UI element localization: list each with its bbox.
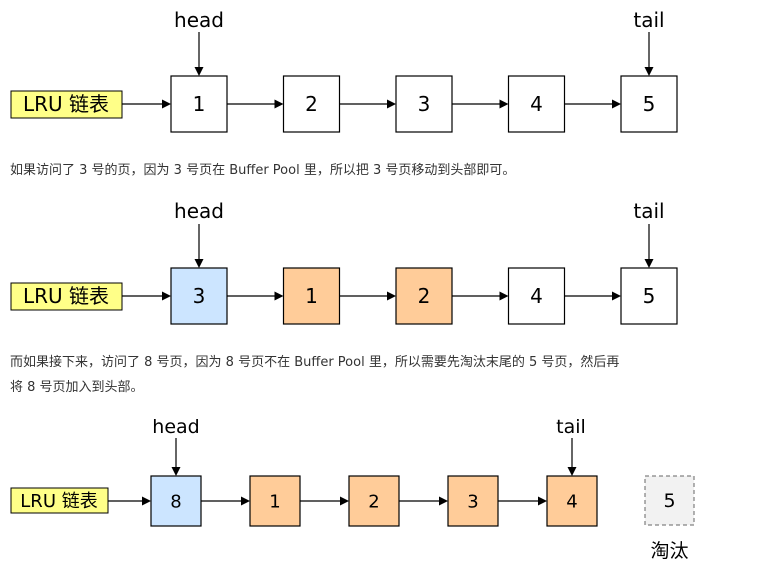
arrow-node-3-head — [274, 291, 284, 301]
arrow-node-1 — [300, 496, 349, 506]
node-value-3: 3 — [193, 284, 206, 308]
evicted-node-value: 5 — [663, 490, 675, 512]
node-value-5: 5 — [643, 284, 656, 308]
node-value-2: 2 — [368, 491, 379, 512]
arrow-node-8 — [201, 496, 250, 506]
arrow-node-1-head — [274, 99, 284, 109]
node-value-2: 2 — [418, 284, 431, 308]
arrow-label-to-first-head — [142, 496, 151, 506]
node-value-4: 4 — [530, 92, 543, 116]
arrow-node-4 — [564, 99, 621, 109]
caption-access-page-8: 而如果接下来，访问了 8 号页，因为 8 号页不在 Buffer Pool 里，… — [10, 350, 710, 400]
arrow-node-4-head — [612, 99, 621, 109]
node-value-8: 8 — [170, 491, 181, 512]
node-box-2 — [395, 267, 453, 325]
node-box-4 — [507, 267, 566, 325]
tail-pointer-arrow — [644, 32, 654, 76]
node-value-2: 2 — [305, 92, 318, 116]
arrow-node-2 — [452, 291, 509, 301]
node-box-3 — [447, 475, 499, 527]
arrow-node-1-head — [340, 496, 349, 506]
arrow-label-to-first-head — [162, 291, 171, 301]
node-box-4 — [546, 475, 598, 527]
tail-pointer-arrow-head — [644, 67, 654, 76]
arrow-node-2-head — [439, 496, 448, 506]
head-pointer-arrow — [194, 32, 204, 76]
node-box-2 — [348, 475, 400, 527]
node-box-1 — [170, 75, 228, 133]
arrow-node-3 — [498, 496, 547, 506]
tail-label: tail — [633, 8, 664, 32]
node-value-1: 1 — [269, 491, 280, 512]
lru-list-label: LRU 链表 — [20, 491, 97, 512]
caption-line-1: 而如果接下来，访问了 8 号页，因为 8 号页不在 Buffer Pool 里，… — [10, 355, 620, 370]
arrow-node-1 — [339, 291, 396, 301]
arrow-node-2 — [339, 99, 396, 109]
arrow-label-to-first — [122, 99, 171, 109]
arrow-node-1 — [227, 99, 284, 109]
head-label: head — [152, 416, 199, 438]
node-value-3: 3 — [467, 491, 478, 512]
arrow-node-3-head — [499, 99, 509, 109]
tail-label: tail — [633, 199, 664, 223]
arrow-node-4-head — [612, 291, 621, 301]
lru-diagram-initial: head tail LRU 链表 1 2 3 4 5 — [10, 8, 678, 133]
head-pointer-arrow-head — [194, 259, 204, 268]
head-pointer-arrow — [171, 438, 181, 476]
head-pointer-arrow-head — [194, 67, 204, 76]
tail-pointer-arrow-head — [644, 259, 654, 268]
node-value-4: 4 — [530, 284, 543, 308]
node-value-5: 5 — [643, 92, 656, 116]
head-pointer-arrow — [194, 224, 204, 268]
arrow-node-1-head — [387, 291, 396, 301]
node-box-1 — [249, 475, 301, 527]
tail-label: tail — [556, 416, 586, 438]
arrow-node-4 — [564, 291, 621, 301]
tail-pointer-arrow — [567, 438, 577, 476]
arrow-node-2-head — [499, 291, 509, 301]
arrow-label-to-first-head — [162, 99, 171, 109]
arrow-label-to-first — [108, 496, 151, 506]
lru-list-label-box — [10, 90, 123, 119]
caption-line-2: 将 8 号页加入到头部。 — [10, 380, 144, 395]
arrow-node-3 — [227, 291, 284, 301]
node-value-4: 4 — [566, 491, 577, 512]
node-value-1: 1 — [193, 92, 206, 116]
head-label: head — [174, 8, 224, 32]
tail-pointer-arrow-head — [567, 467, 577, 476]
arrow-node-2 — [399, 496, 448, 506]
arrow-node-3 — [452, 99, 509, 109]
lru-diagram-after-access-3: head tail LRU 链表 3 1 2 4 5 — [10, 199, 678, 325]
lru-list-label: LRU 链表 — [23, 92, 109, 116]
evicted-node-box — [644, 475, 695, 526]
caption-access-page-3: 如果访问了 3 号的页，因为 3 号页在 Buffer Pool 里，所以把 3… — [10, 163, 516, 178]
node-box-3 — [395, 75, 453, 133]
lru-list-label: LRU 链表 — [23, 284, 109, 308]
head-pointer-arrow-head — [171, 467, 181, 476]
evicted-label: 淘汰 — [650, 540, 688, 562]
head-label: head — [174, 199, 224, 223]
arrow-node-2-head — [387, 99, 396, 109]
node-box-2 — [282, 75, 341, 133]
arrow-node-8-head — [241, 496, 250, 506]
node-box-1 — [282, 267, 341, 325]
arrow-label-to-first — [122, 291, 171, 301]
arrow-node-3-head — [538, 496, 547, 506]
node-value-3: 3 — [418, 92, 431, 116]
node-box-3 — [170, 267, 228, 325]
node-value-1: 1 — [305, 284, 318, 308]
lru-diagram-after-access-8: head tail LRU 链表 5 淘汰 8 1 2 3 4 — [10, 416, 695, 562]
tail-pointer-arrow — [644, 224, 654, 268]
node-box-5 — [620, 267, 678, 325]
lru-list-label-box — [10, 487, 109, 514]
